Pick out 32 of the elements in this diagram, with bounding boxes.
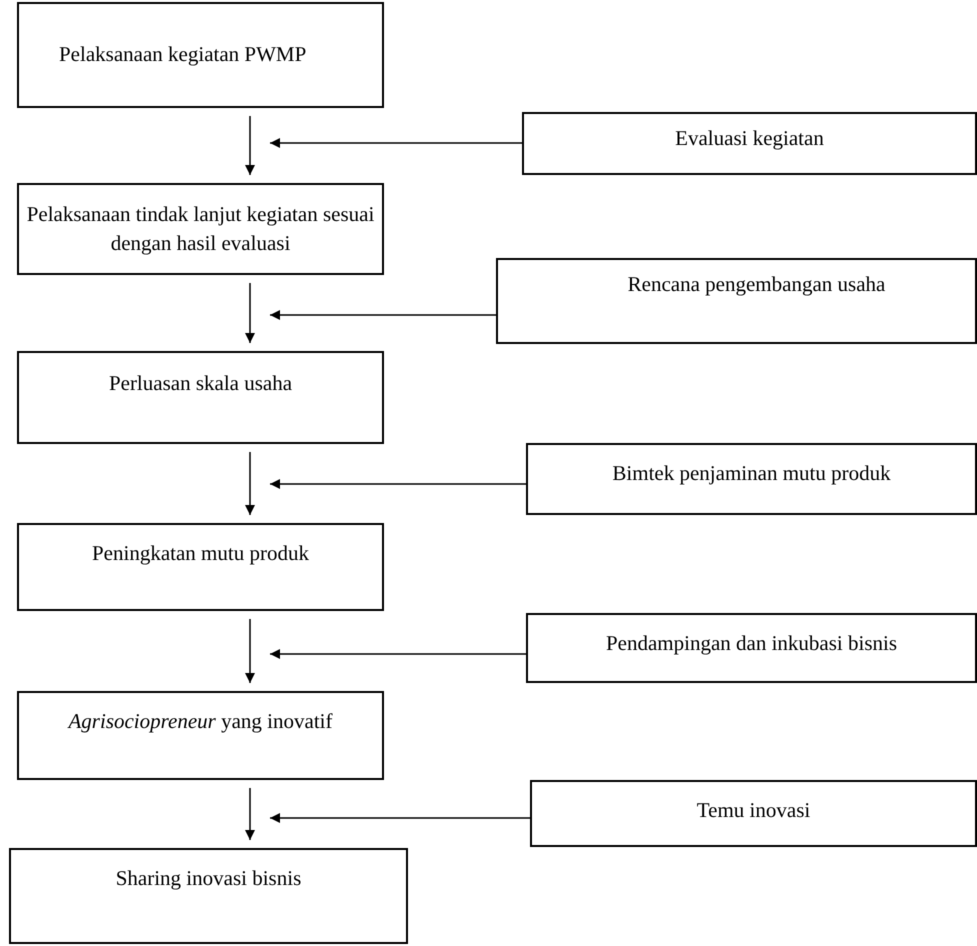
arrow — [245, 788, 255, 840]
process-box — [17, 2, 384, 108]
box-text: Agrisociopreneur yang inovatif — [68, 708, 332, 735]
arrow — [245, 283, 255, 343]
arrow — [270, 479, 526, 489]
process-box — [526, 443, 977, 515]
box-text: Rencana pengembangan usaha — [628, 271, 886, 298]
box-text: Evaluasi kegiatan — [675, 124, 824, 152]
box-text: Pelaksanaan tindak lanjut kegiatan sesuai dengan hasil evaluasi — [26, 200, 376, 257]
arrow — [270, 138, 522, 148]
process-box — [17, 523, 384, 611]
box-text: Sharing inovasi bisnis — [116, 865, 302, 892]
process-box — [17, 351, 384, 444]
arrow — [270, 649, 526, 659]
arrow — [245, 452, 255, 515]
process-box — [9, 848, 408, 944]
box-text: Peningkatan mutu produk — [92, 540, 309, 567]
box-text: Bimtek penjaminan mutu produk — [612, 460, 891, 487]
box-text: Perluasan skala usaha — [108, 370, 292, 397]
process-box — [522, 112, 977, 175]
process-box — [526, 613, 977, 683]
box-text: Pendampingan dan inkubasi bisnis — [606, 630, 898, 657]
process-box — [496, 258, 977, 344]
arrow — [245, 116, 255, 175]
process-box — [530, 780, 977, 847]
box-text: Temu inovasi — [696, 797, 810, 824]
arrow — [245, 619, 255, 683]
process-box — [17, 183, 384, 275]
arrow — [270, 310, 496, 320]
arrow — [270, 813, 530, 823]
process-box — [17, 691, 384, 780]
box-text: Pelaksanaan kegiatan PWMP — [59, 41, 306, 68]
